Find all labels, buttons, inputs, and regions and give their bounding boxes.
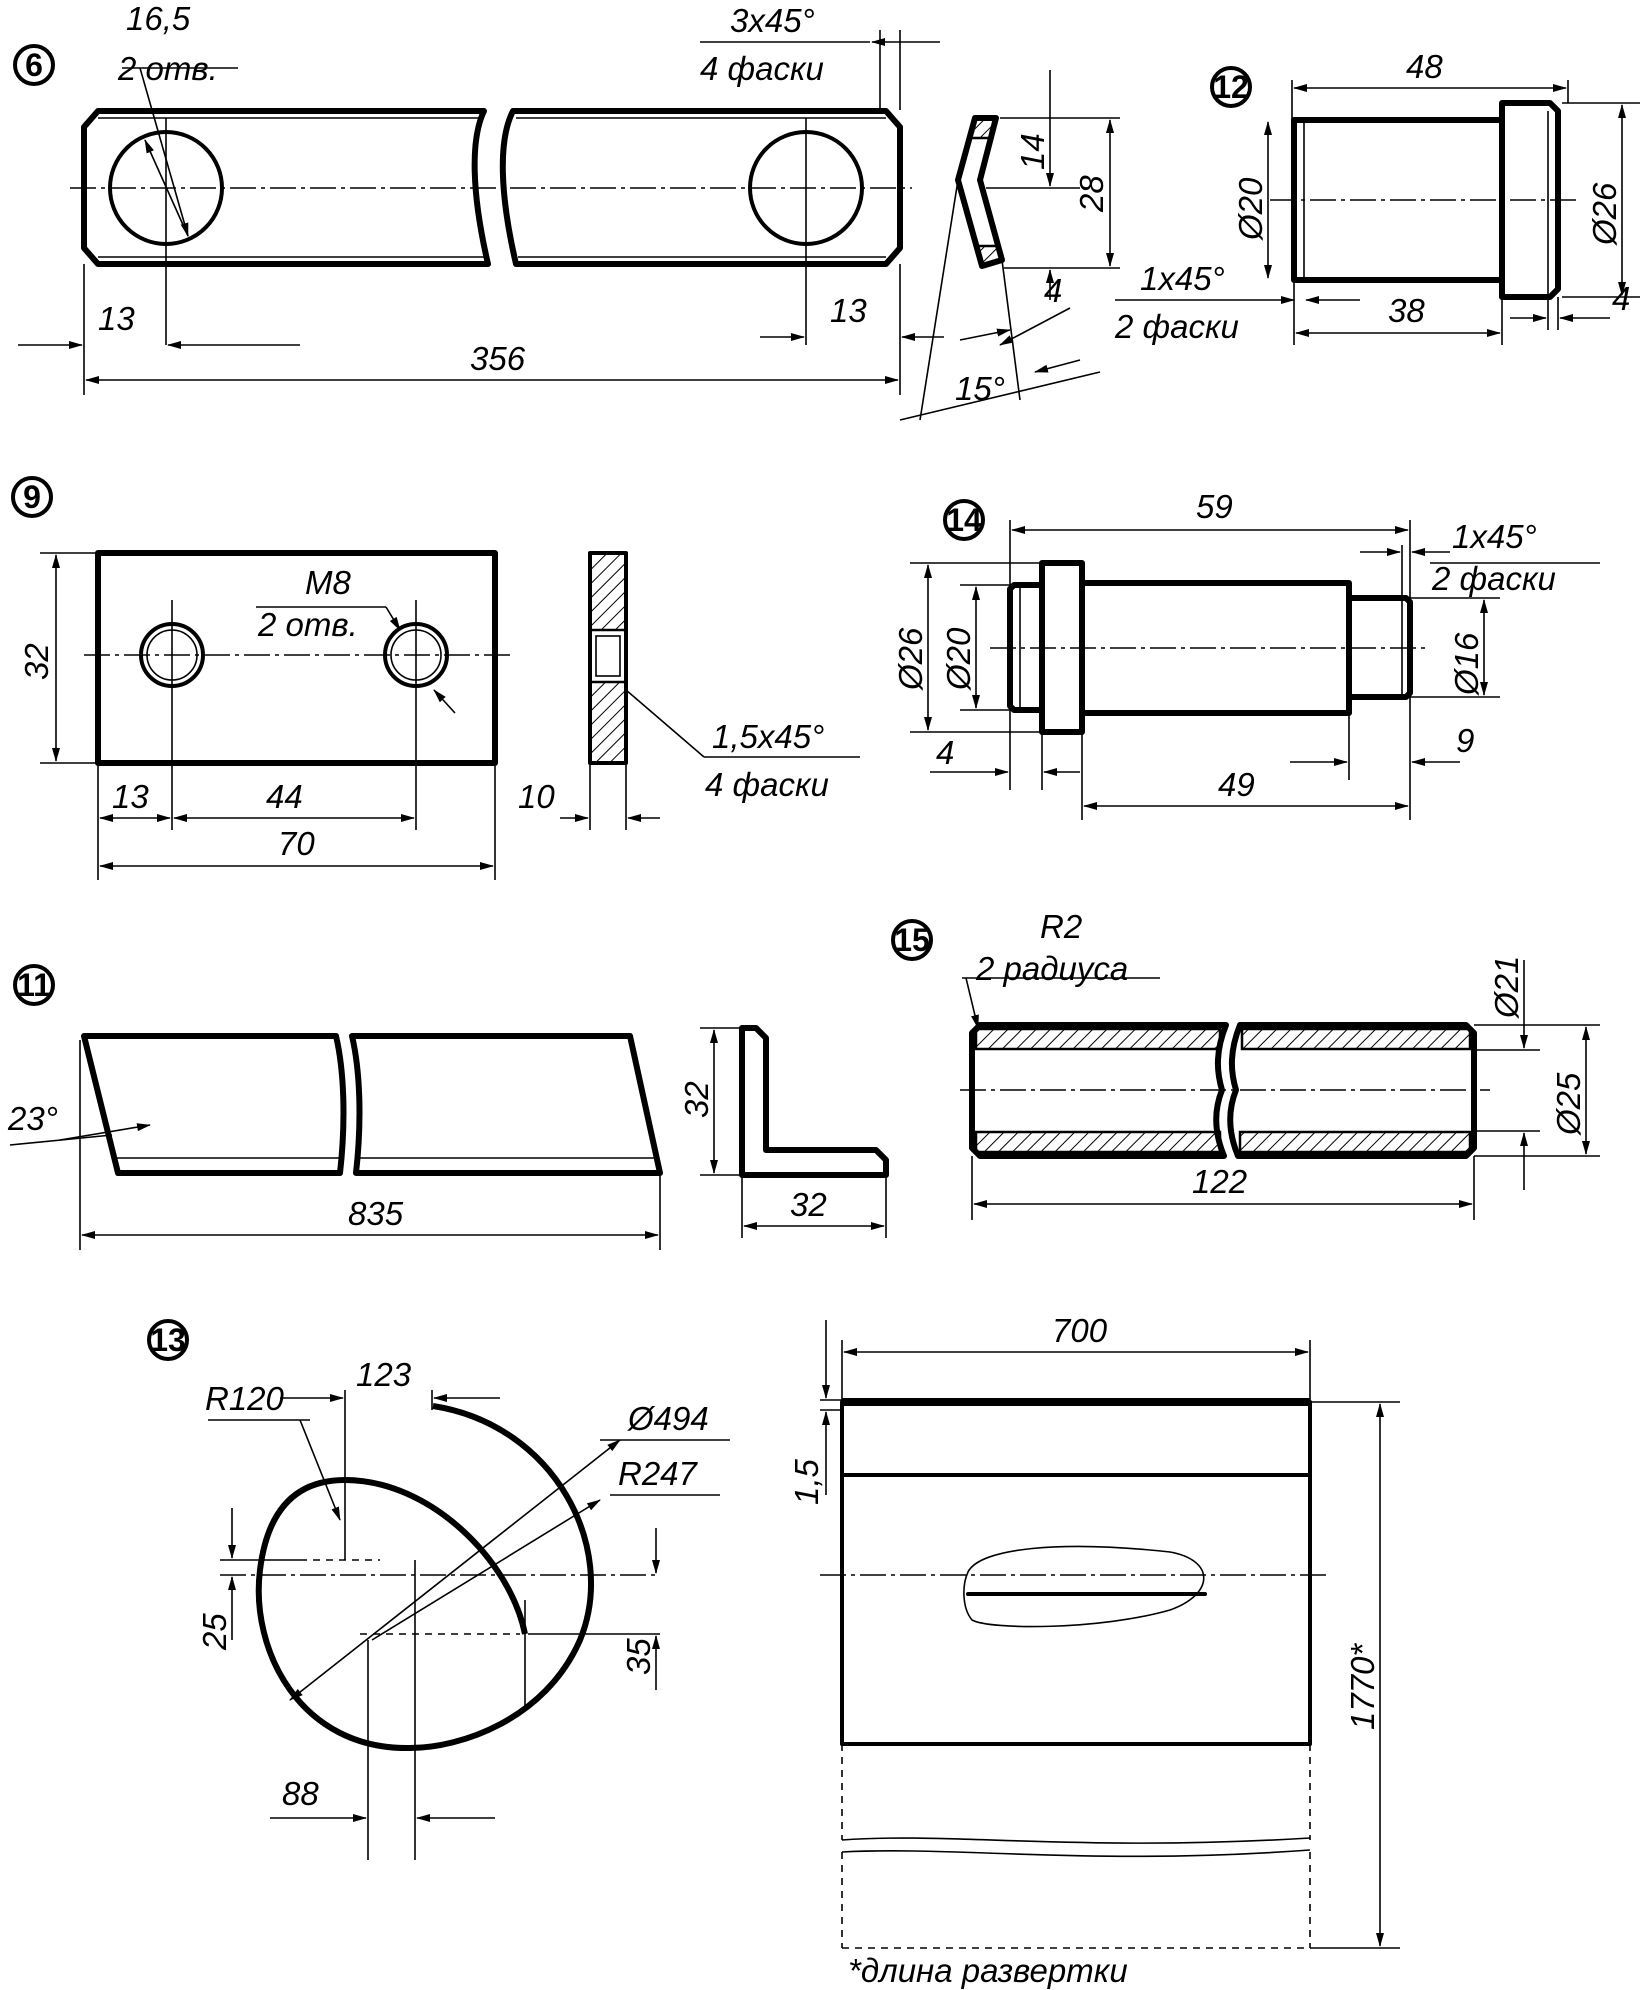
part-13-spiral (255, 1403, 595, 1752)
part-12-chamfer-size: 1x45° (1140, 260, 1225, 297)
part-6-bend-angle: 15° (955, 370, 1005, 407)
part-14-diameter-tip: Ø16 (1448, 632, 1485, 696)
part-6-bend-4: 4 (1044, 272, 1062, 309)
part-15-diameter-outer: Ø25 (1550, 1072, 1587, 1136)
part-14-diameter-end: Ø20 (940, 627, 977, 691)
part-15-diameter-inner: Ø21 (1488, 956, 1525, 1019)
part-11-angle: 23° (7, 1100, 58, 1137)
part-9-chamfer-count: 4 фаски (705, 766, 829, 803)
part-12-diameter-small: Ø20 (1232, 177, 1269, 241)
part-13-radius-inner: R120 (205, 1380, 285, 1417)
part-14-length: 59 (1196, 488, 1233, 525)
part-9-number-circle (11, 476, 53, 518)
part-13-offset-88: 88 (282, 1775, 319, 1812)
part-6-length: 356 (470, 340, 526, 377)
part-6-side-view (955, 115, 1005, 269)
part-6-bend-28: 28 (1073, 175, 1110, 213)
part-14-number: 14 (946, 502, 982, 538)
part-12-shaft-length: 38 (1388, 292, 1425, 329)
part-9-hole-count: 2 отв. (257, 606, 358, 643)
part-9-thread: M8 (305, 564, 351, 601)
part-11-profile-left (81, 1033, 347, 1176)
part-13-number: 13 (150, 1322, 186, 1358)
part-11-cross-section (739, 1025, 889, 1178)
part-11-length: 835 (348, 1195, 404, 1232)
part-9-number: 9 (23, 479, 41, 515)
part-13-offset-35: 35 (620, 1638, 657, 1675)
part-11-profile-right (349, 1033, 663, 1176)
part-15-tube-right (1227, 1022, 1477, 1159)
part-6-bar-right (499, 108, 903, 267)
part-14-mid-length: 49 (1218, 766, 1255, 803)
part-12-diameter-large: Ø26 (1586, 182, 1623, 246)
part-13-number-circle (147, 1319, 189, 1361)
part-12-chamfer-count: 2 фаски (1114, 308, 1239, 345)
part-15-radius: R2 (1040, 908, 1082, 945)
part-6-number: 6 (25, 47, 43, 83)
part-14: 14 59 1x45° 2 фаски Ø26 Ø20 Ø16 (892, 488, 1600, 820)
part-14-chamfer-size: 1x45° (1452, 518, 1537, 555)
sheet-cutaway (963, 1545, 1205, 1628)
part-11-flange-width: 32 (790, 1186, 827, 1223)
part-13-radius-outer: R247 (618, 1455, 699, 1492)
part-14-chamfer-count: 2 фаски (1431, 560, 1556, 597)
part-12-length: 48 (1406, 48, 1443, 85)
part-11-flange-height: 32 (678, 1081, 715, 1118)
part-15-radius-count: 2 радиуса (975, 950, 1128, 987)
part-9: 9 32 M8 2 отв. 13 44 70 (11, 476, 860, 880)
part-14-tip (1346, 595, 1413, 700)
part-11: 11 23° 835 32 32 (7, 964, 889, 1250)
sheet-length: 1770* (1344, 1643, 1381, 1730)
part-9-height: 32 (18, 643, 55, 680)
part-6-chamfer-size: 3x45° (730, 2, 815, 39)
part-12: 12 48 Ø20 Ø26 1x45° 2 фаски 38 4 (1114, 48, 1640, 345)
part-13: 13 123 R120 Ø494 R247 25 35 (147, 1319, 730, 1860)
part-9-plate (95, 550, 498, 766)
sheet-body (840, 1400, 1312, 1746)
part-13-diameter: Ø494 (627, 1400, 709, 1437)
sheet-development: 700 1,5 1770* *длина развертки (788, 1312, 1400, 1989)
part-6-bend-14: 14 (1014, 133, 1051, 170)
part-6-hole-count: 2 отв. (117, 50, 218, 87)
part-6-edge-left: 13 (98, 300, 135, 337)
sheet-width: 700 (1052, 1312, 1108, 1349)
part-9-chamfer-size: 1,5x45° (712, 718, 824, 755)
part-12-collar-width: 4 (1612, 280, 1630, 317)
part-13-offset-25: 25 (196, 1613, 233, 1651)
part-6-number-circle (13, 44, 55, 86)
part-15-length: 122 (1192, 1163, 1247, 1200)
part-14-diameter-collar: Ø26 (892, 627, 929, 691)
sheet-note: *длина развертки (848, 1952, 1128, 1989)
part-14-left-width: 4 (936, 734, 954, 771)
part-14-tip-length: 9 (1456, 722, 1474, 759)
part-6: 6 16,5 2 отв. 3x45° 4 фаски 13 (13, 0, 1120, 421)
part-6-bar-left (81, 108, 491, 267)
part-13-offset-123: 123 (356, 1356, 412, 1393)
part-6-edge-right: 13 (830, 292, 867, 329)
part-9-spacing: 44 (266, 778, 303, 815)
part-15: 15 R2 2 радиуса Ø21 Ø25 122 (891, 908, 1600, 1220)
part-11-number: 11 (17, 967, 51, 1003)
part-12-number: 12 (1213, 69, 1249, 105)
part-12-number-circle (1210, 66, 1252, 108)
part-15-number: 15 (894, 922, 930, 958)
sheet-thickness: 1,5 (788, 1458, 825, 1505)
part-15-number-circle (891, 919, 933, 961)
part-11-number-circle (13, 964, 55, 1006)
part-6-hole-diameter: 16,5 (126, 0, 191, 37)
part-9-edge: 13 (112, 778, 149, 815)
part-14-number-circle (943, 499, 985, 541)
part-9-thickness: 10 (518, 778, 555, 815)
part-9-width: 70 (278, 825, 315, 862)
part-6-chamfer-count: 4 фаски (700, 50, 824, 87)
